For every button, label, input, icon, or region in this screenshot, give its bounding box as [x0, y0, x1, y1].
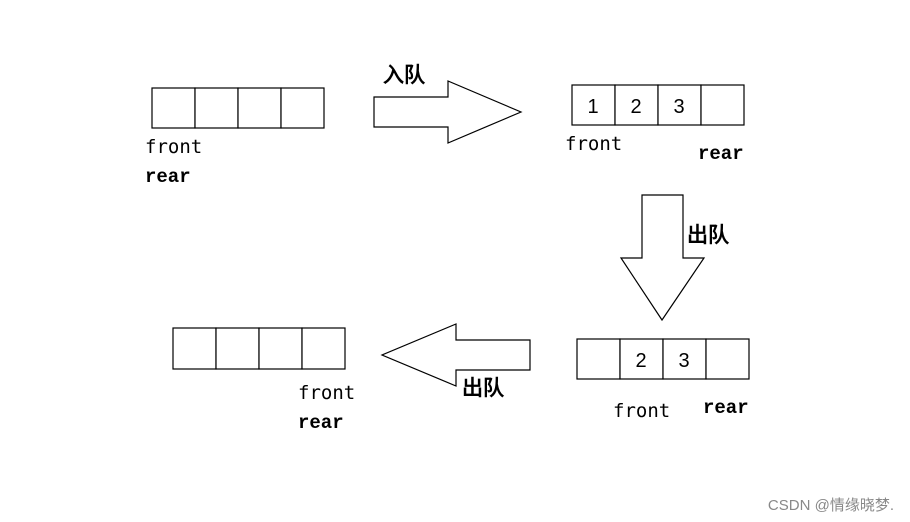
- queue2-cell-0-value: 1: [587, 96, 598, 118]
- queue3-cell-0: [576, 338, 621, 380]
- queue3-rear-label: rear: [703, 397, 749, 419]
- queue-after-dequeue: 2 3 front rear: [576, 338, 750, 422]
- queue1-cell-2: [237, 87, 282, 129]
- queue2-cell-2-value: 3: [673, 96, 684, 118]
- queue4-front-label: front: [298, 382, 355, 404]
- dequeue-label-down: 出队: [687, 223, 730, 247]
- queue1-front-label: front: [145, 136, 202, 158]
- queue3-cell-1-value: 2: [635, 350, 646, 372]
- queue-after-enqueue: 1 2 3 front rear: [565, 84, 745, 165]
- queue4-rear-label: rear: [298, 412, 344, 434]
- queue1-cell-1: [194, 87, 239, 129]
- right-arrow-icon: [373, 80, 523, 144]
- enqueue-label: 入队: [383, 63, 426, 87]
- queue2-cell-1: [614, 84, 659, 126]
- queue-empty-final: front rear: [172, 327, 355, 434]
- queue1-cell-3: [280, 87, 325, 129]
- dequeue-label-left: 出队: [462, 376, 505, 400]
- queue3-cell-2: [662, 338, 707, 380]
- dequeue-arrow-left: 出队: [380, 323, 531, 400]
- queue3-front-label: front: [613, 400, 670, 422]
- left-arrow-icon: [380, 323, 531, 387]
- queue3-cell-3: [705, 338, 750, 380]
- queue2-cell-3: [700, 84, 745, 126]
- queue2-rear-label: rear: [698, 143, 744, 165]
- queue1-rear-label: rear: [145, 166, 191, 188]
- queue2-cell-2: [657, 84, 702, 126]
- queue2-front-label: front: [565, 133, 622, 155]
- queue3-cell-2-value: 3: [678, 350, 689, 372]
- enqueue-arrow: 入队: [373, 63, 523, 144]
- queue-empty-initial: front rear: [145, 87, 325, 188]
- queue4-cell-3: [301, 327, 346, 370]
- down-arrow-icon: [619, 194, 706, 322]
- queue1-cell-0: [151, 87, 196, 129]
- queue4-cell-2: [258, 327, 303, 370]
- queue4-cell-1: [215, 327, 260, 370]
- dequeue-arrow-down: 出队: [619, 194, 730, 322]
- watermark: CSDN @情缘晓梦.: [768, 497, 894, 514]
- queue2-cell-0: [571, 84, 616, 126]
- queue4-cell-0: [172, 327, 217, 370]
- queue2-cell-1-value: 2: [630, 96, 641, 118]
